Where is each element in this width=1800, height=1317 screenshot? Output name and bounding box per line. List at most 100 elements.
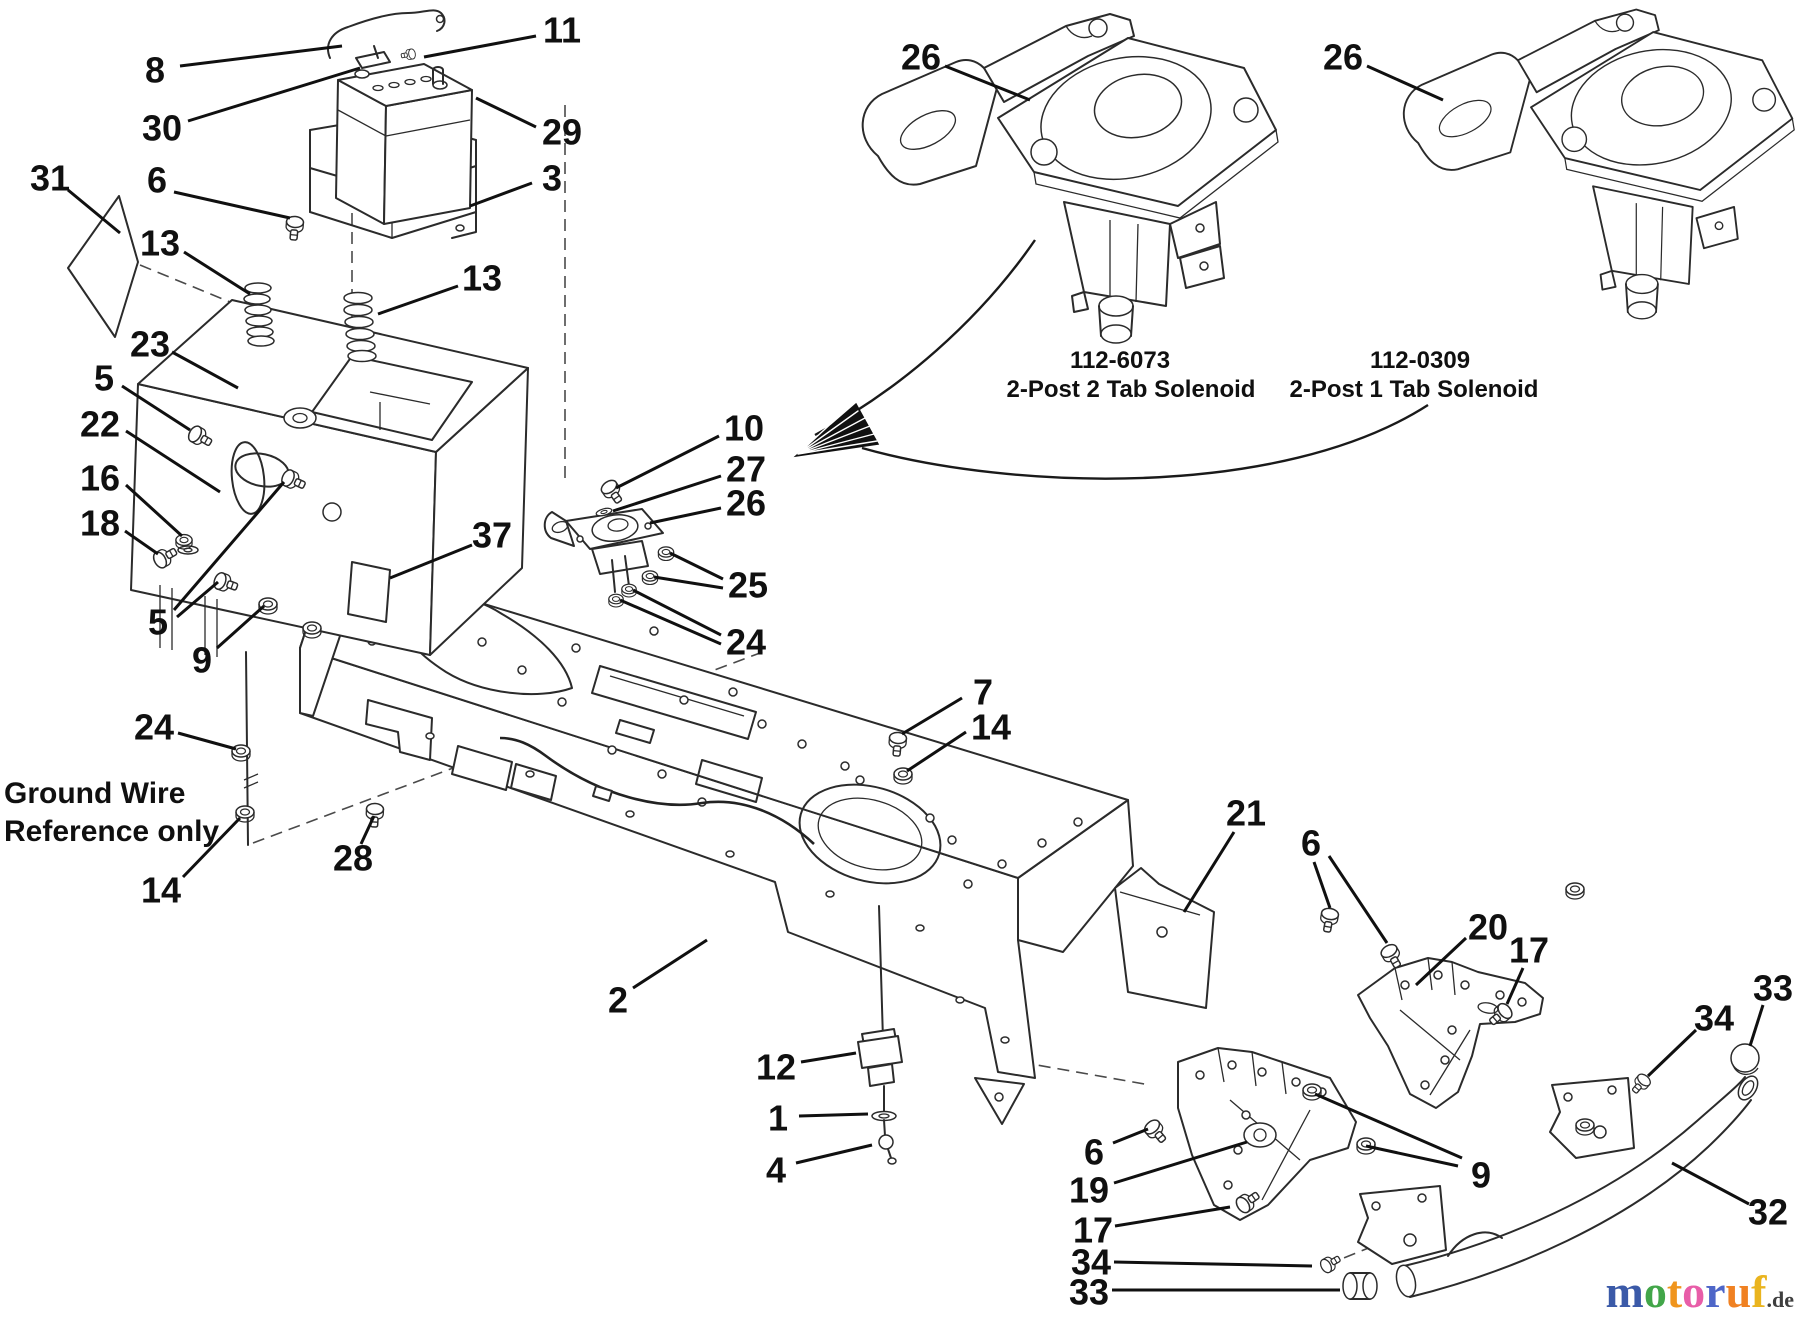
battery-grommet [283, 407, 317, 429]
callout-7: 7 [973, 672, 993, 713]
callout-33: 33 [1753, 968, 1793, 1009]
hold-down-rod [327, 9, 446, 59]
callout-34: 34 [1071, 1242, 1111, 1283]
watermark-letter: m [1605, 1266, 1644, 1317]
direction-fan-arrow [793, 402, 880, 458]
leader-line-6 [173, 190, 291, 220]
battery-terminal [354, 69, 370, 79]
ground-wire-note-line1: Ground Wire [4, 777, 185, 810]
leader-line-20 [1414, 936, 1468, 987]
bolt-11 [400, 47, 417, 62]
callout-25: 25 [728, 565, 768, 606]
callout-21: 21 [1226, 793, 1266, 834]
leader-line-1 [798, 1112, 869, 1118]
pto-opening [798, 783, 942, 885]
leader-line-24 [632, 588, 722, 637]
leader-line-14 [181, 816, 242, 879]
callout-6: 6 [1084, 1132, 1104, 1173]
leader-line-34 [1646, 1028, 1698, 1078]
callout-18: 18 [80, 503, 120, 544]
wire-clip [592, 785, 613, 802]
bolt-6 [1317, 906, 1341, 934]
bolt-6 [1141, 1116, 1171, 1148]
callout-28: 28 [333, 838, 373, 879]
callout-16: 16 [80, 458, 120, 499]
leader-line-34 [1113, 1260, 1313, 1268]
battery-support-box [130, 299, 529, 657]
leader-line-9 [1365, 1144, 1459, 1168]
watermark-letter: t [1666, 1266, 1683, 1317]
drawbar-tube [1395, 1075, 1759, 1298]
leader-line-31 [67, 188, 121, 235]
leader-line-17 [1505, 967, 1525, 1005]
callout-22: 22 [80, 404, 120, 445]
callout-6: 6 [1301, 823, 1321, 864]
watermark-letter: u [1725, 1266, 1752, 1317]
callout-9: 9 [1471, 1155, 1491, 1196]
callout-27: 27 [726, 449, 766, 490]
leader-line-24 [619, 598, 722, 646]
leader-line-6 [1312, 861, 1332, 909]
callout-24: 24 [134, 707, 174, 748]
leader-line-5 [172, 481, 286, 611]
leader-line-26 [649, 506, 722, 525]
tube-cap-lower [1342, 1272, 1378, 1300]
callout-31: 31 [30, 158, 70, 199]
frame-clip-plate [510, 763, 557, 801]
callout-26: 26 [1323, 37, 1363, 78]
ground-wire [499, 736, 815, 845]
watermark-letter: o [1682, 1266, 1706, 1317]
solenoid-detail-2tab [861, 13, 1279, 344]
leader-line-7 [901, 696, 963, 736]
hitch-plate-upper [1549, 1077, 1635, 1159]
ground-wire-note-line2: Reference only [4, 815, 219, 848]
bolt-6 [284, 215, 305, 242]
leader-line-22 [125, 429, 221, 494]
solenoid-mounted [543, 508, 664, 593]
leader-line-26 [1366, 64, 1444, 102]
callout-23: 23 [130, 324, 170, 365]
leader-line-5 [176, 580, 219, 619]
callout-20: 20 [1468, 907, 1508, 948]
leader-line-5 [121, 384, 191, 432]
solenoid-right-part-number: 112-0309 [1370, 347, 1470, 374]
callout-33: 33 [1069, 1272, 1109, 1313]
callout-5: 5 [94, 358, 114, 399]
leader-line-4 [795, 1143, 873, 1165]
callout-14: 14 [141, 870, 181, 911]
leader-line-10 [615, 434, 720, 490]
leader-line-11 [423, 34, 537, 59]
callout-34: 34 [1694, 998, 1734, 1039]
spring-left [243, 282, 275, 347]
bolt-34 [1317, 1251, 1344, 1276]
callout-32: 32 [1748, 1192, 1788, 1233]
leader-line-26 [944, 64, 1031, 102]
bolt-10 [598, 476, 628, 508]
watermark-logo[interactable]: motoruf.de [1606, 1269, 1795, 1315]
callout-10: 10 [724, 408, 764, 449]
callout-17: 17 [1073, 1210, 1113, 1251]
watermark-letter: f [1751, 1266, 1767, 1317]
tube-cap-upper [1730, 1043, 1760, 1076]
leader-line-8 [179, 44, 343, 68]
callout-6: 6 [147, 160, 167, 201]
leader-line-18 [124, 529, 159, 556]
callout-24: 24 [726, 622, 766, 663]
bracket-19 [1177, 1047, 1357, 1221]
battery [335, 63, 473, 225]
frame-latch-bracket [365, 699, 433, 761]
leader-line-13 [377, 284, 459, 316]
solenoid-left-part-number: 112-6073 [1070, 347, 1170, 374]
callout-8: 8 [145, 50, 165, 91]
decal-37 [347, 561, 391, 623]
leader-line-6 [1327, 855, 1389, 944]
frame-clip-plate [451, 745, 513, 791]
bolt-28 [364, 802, 385, 829]
leader-line-27 [612, 474, 722, 513]
callout-4: 4 [766, 1150, 786, 1191]
leader-line-6 [1112, 1127, 1149, 1145]
leader-line-12 [800, 1051, 857, 1064]
callout-9: 9 [192, 640, 212, 681]
